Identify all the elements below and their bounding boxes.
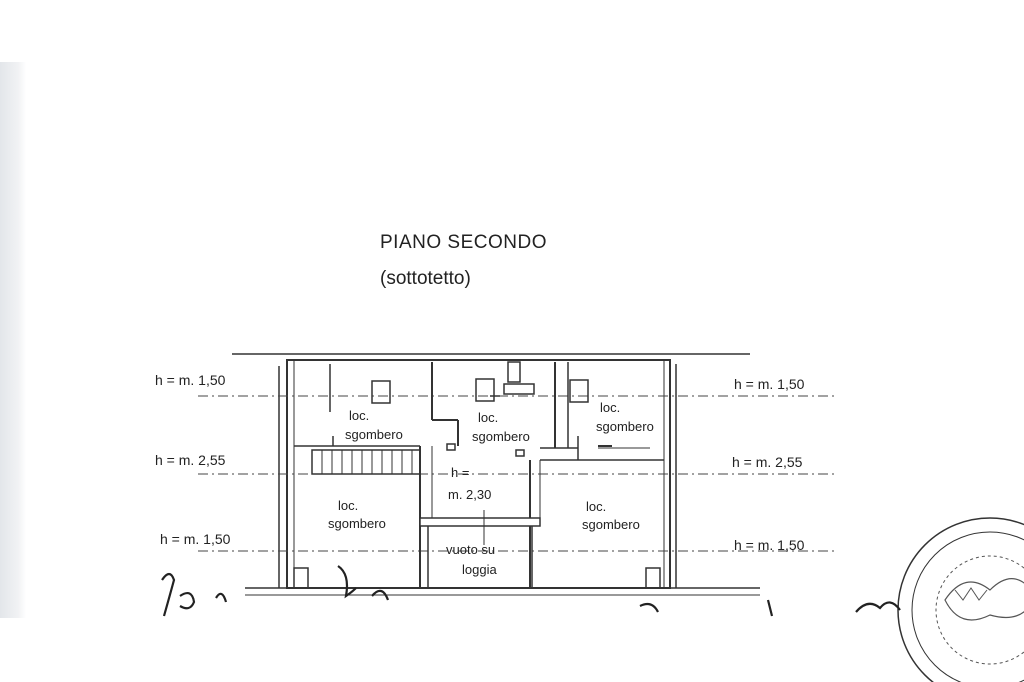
- small-vent: [446, 443, 456, 451]
- plan-title: PIANO SECONDO: [380, 232, 547, 253]
- height-label-left-bot: h = m. 1,50: [160, 531, 231, 547]
- scan-edge-strip: [0, 62, 26, 618]
- room-label: sgombero: [345, 427, 403, 442]
- void-label: vuoto su: [446, 542, 496, 557]
- vent-box: [475, 378, 495, 402]
- room-label: loc.: [586, 499, 607, 514]
- chimney: [503, 383, 535, 395]
- height-label-right-top: h = m. 1,50: [734, 376, 805, 392]
- vent-box: [569, 379, 589, 403]
- height-label-right-bot: h = m. 1,50: [734, 537, 805, 553]
- small-vent: [515, 449, 525, 457]
- height-label-left-mid: h = m. 2,55: [155, 452, 226, 468]
- void-label: loggia: [462, 562, 497, 577]
- loggia-beam: [419, 517, 541, 527]
- center-height-value: m. 2,30: [448, 487, 492, 502]
- corner-post: [645, 567, 661, 589]
- room-label: sgombero: [328, 516, 386, 531]
- height-label-right-mid: h = m. 2,55: [732, 454, 803, 470]
- room-label: loc.: [478, 410, 499, 425]
- staircase: [311, 449, 421, 475]
- center-height-label: h =: [451, 465, 470, 480]
- room-label: sgombero: [596, 419, 654, 434]
- signature: [161, 565, 901, 617]
- room-label: loc.: [338, 498, 359, 513]
- official-seal: [897, 517, 1024, 682]
- height-label-left-top: h = m. 1,50: [155, 372, 226, 388]
- corner-post: [293, 567, 309, 589]
- room-label: sgombero: [472, 429, 530, 444]
- vent-box: [371, 380, 391, 404]
- chimney: [507, 361, 521, 383]
- room-label: loc.: [349, 408, 370, 423]
- plan-subtitle: (sottotetto): [380, 268, 471, 289]
- room-label: sgombero: [582, 517, 640, 532]
- room-label: loc.: [600, 400, 621, 415]
